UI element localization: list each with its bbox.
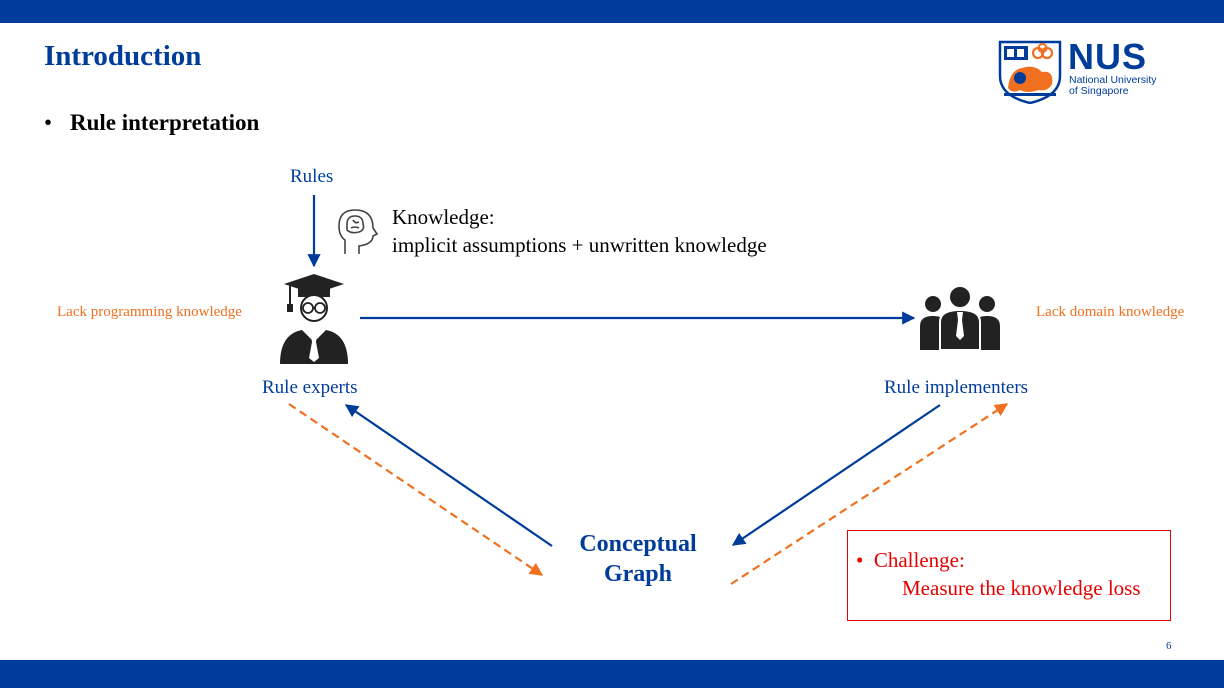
top-banner (0, 0, 1224, 23)
logo-wordmark: NUS (1068, 36, 1148, 77)
conceptual-graph-label: Conceptual Graph (560, 529, 716, 589)
conceptual-graph-line2: Graph (603, 561, 672, 587)
lack-domain-label: Lack domain knowledge (1036, 304, 1185, 320)
logo-subtitle-line1: National University (1069, 74, 1157, 86)
graph-to-implementers-dashed-arrow (730, 403, 1009, 585)
rule-experts-label: Rule experts (262, 377, 358, 398)
slide-title: Introduction (44, 40, 202, 72)
challenge-detail: Measure the knowledge loss (902, 576, 1141, 600)
graduate-icon (280, 274, 348, 364)
bullet-item: • Rule interpretation (44, 110, 259, 136)
bottom-banner (0, 660, 1224, 688)
nus-crest-icon (998, 40, 1062, 104)
page-number: 6 (1166, 640, 1172, 652)
challenge-heading: • Challenge: (856, 548, 965, 573)
knowledge-heading: Knowledge: (392, 205, 495, 229)
rules-label: Rules (290, 166, 334, 187)
conceptual-graph-line1: Conceptual (579, 531, 697, 557)
challenge-heading-text: Challenge: (873, 548, 965, 572)
logo-subtitle-line2: of Singapore (1069, 85, 1129, 97)
challenge-box: • Challenge: Measure the knowledge loss (847, 530, 1171, 621)
challenge-bullet: • (856, 548, 874, 572)
graph-to-experts-arrow (344, 404, 553, 547)
bullet-text: Rule interpretation (70, 110, 260, 135)
logo-subtitle: National University of Singapore (1069, 75, 1157, 97)
group-people-icon (920, 285, 1000, 351)
head-brain-icon (338, 209, 379, 254)
bullet-dot: • (44, 110, 53, 135)
implementers-to-graph-arrow (731, 404, 941, 546)
knowledge-detail: implicit assumptions + unwritten knowled… (392, 233, 767, 257)
experts-to-graph-dashed-arrow (288, 403, 544, 576)
nus-logo: NUS National University of Singapore (998, 36, 1180, 106)
lack-programming-label: Lack programming knowledge (57, 304, 242, 320)
rule-implementers-label: Rule implementers (884, 377, 1029, 398)
